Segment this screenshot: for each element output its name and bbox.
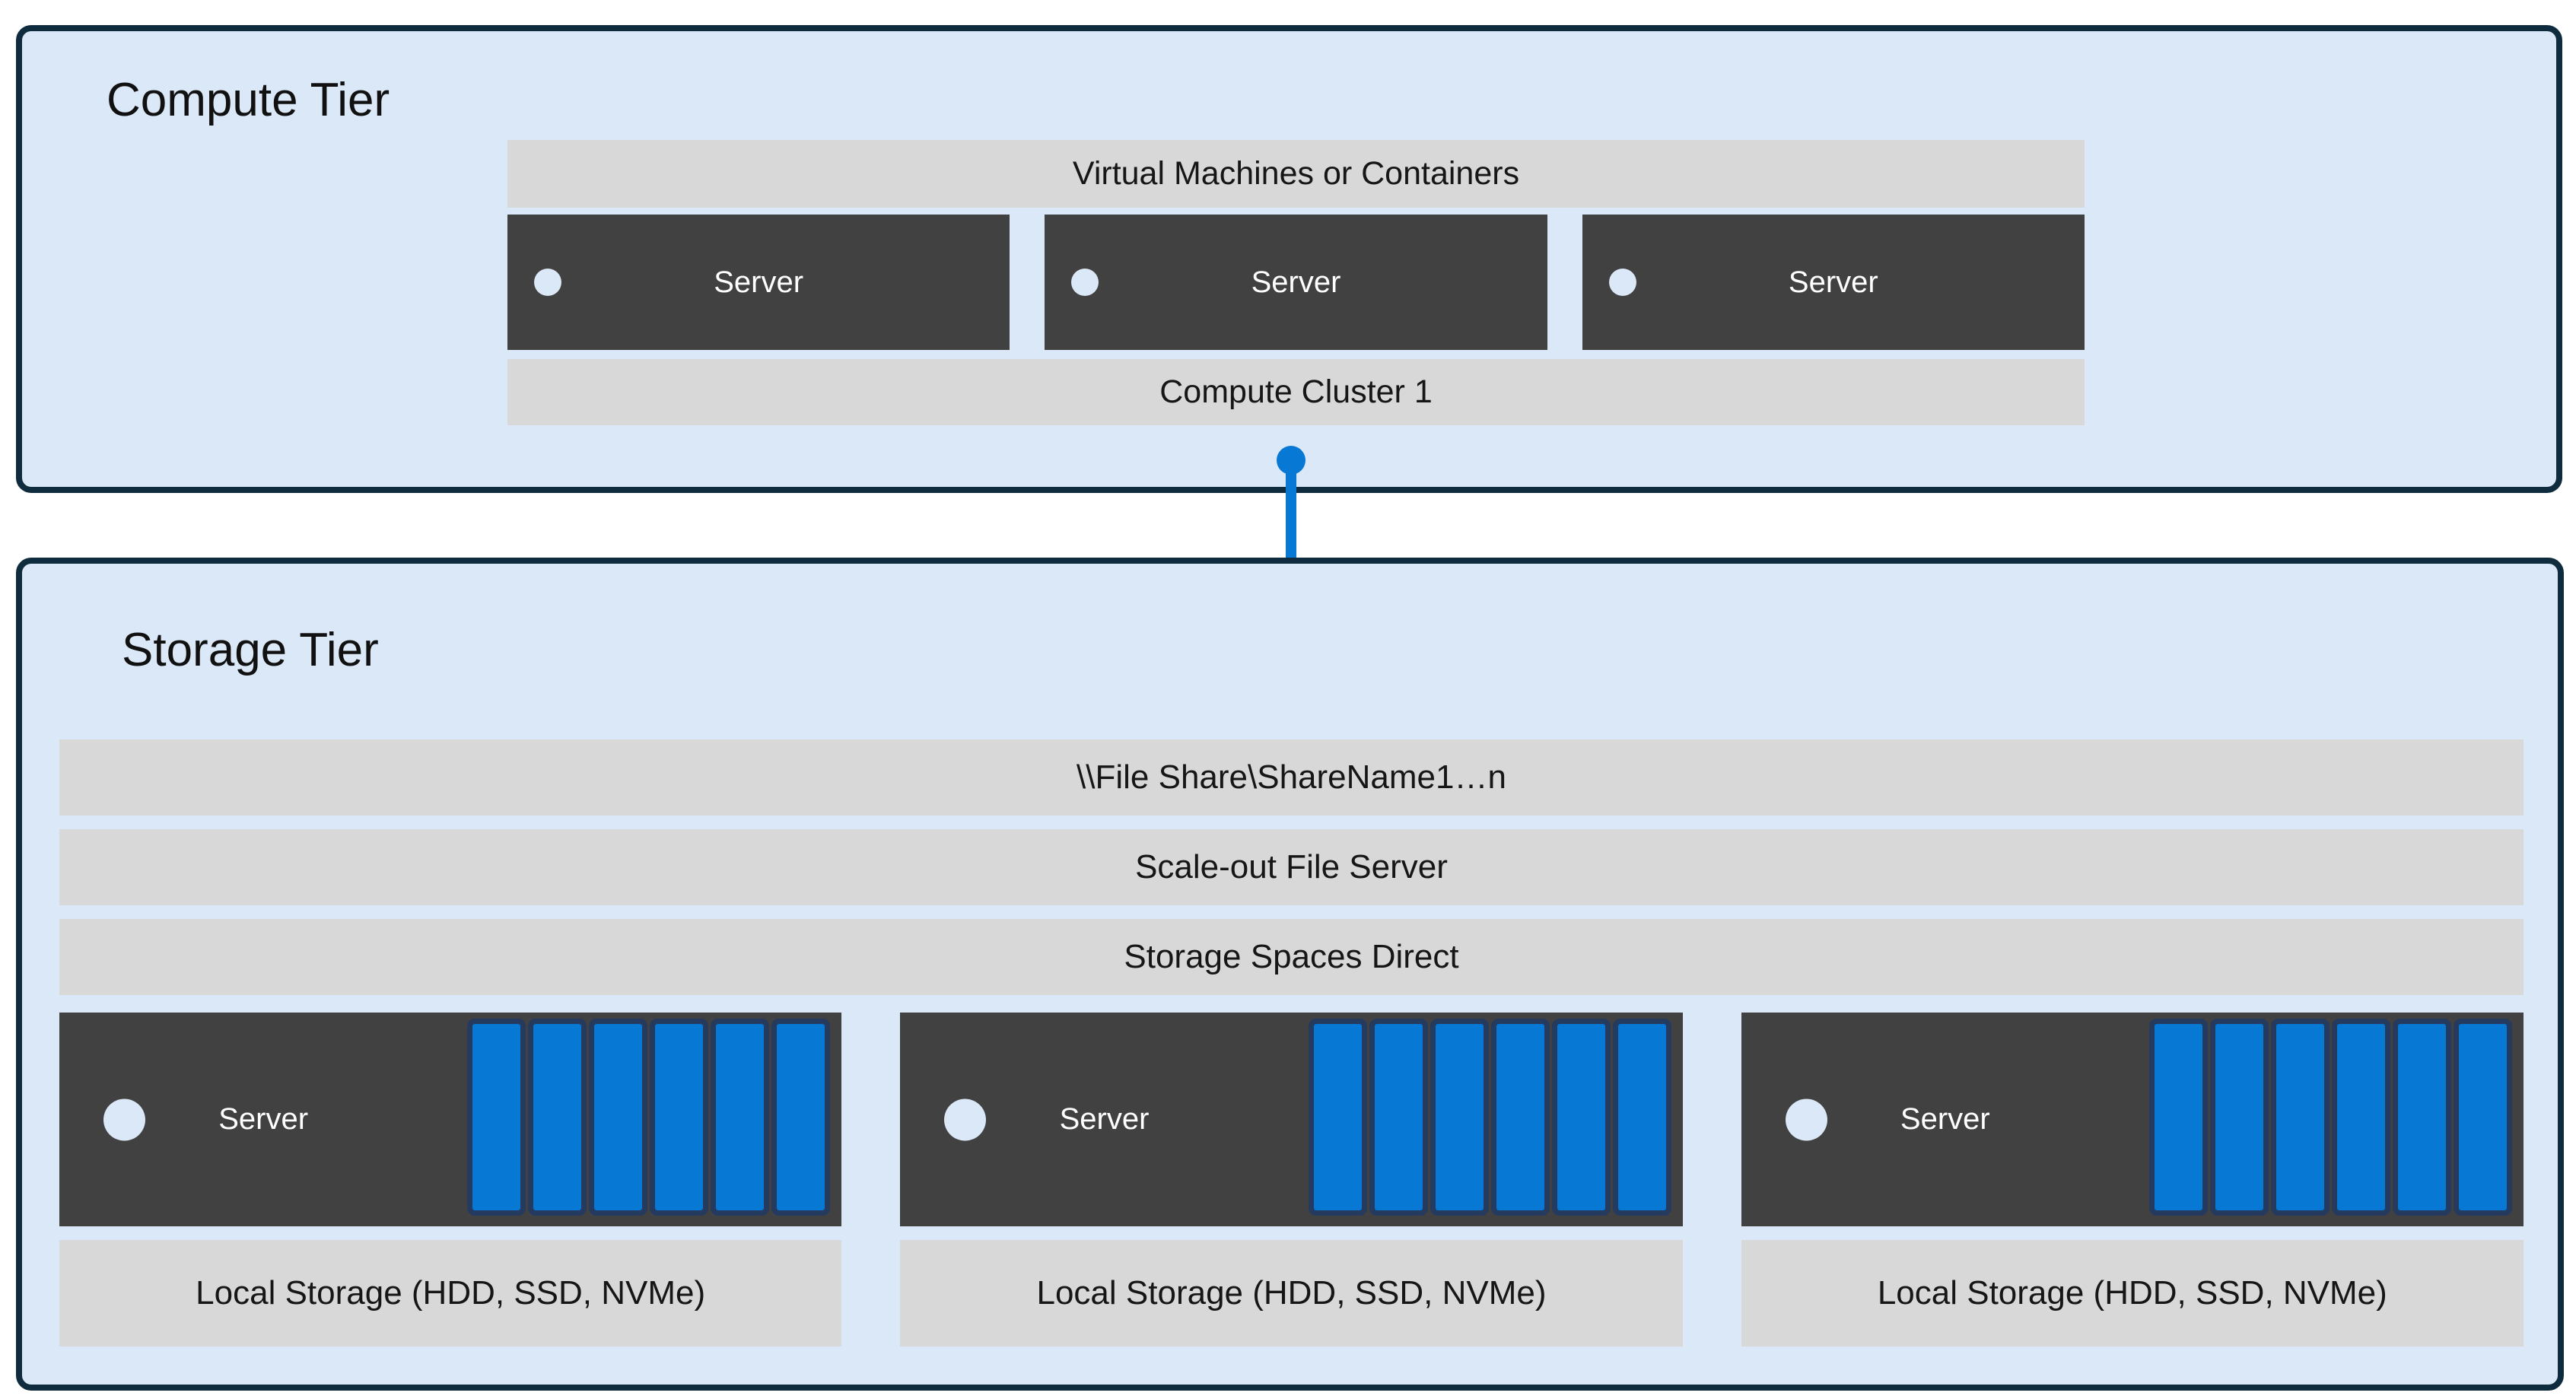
disk [1430,1019,1489,1216]
storage-server-label: Server [1059,1102,1150,1136]
storage-server-left-zone: Server [1741,1013,2149,1226]
local-storage-label: Local Storage (HDD, SSD, NVMe) [196,1274,706,1312]
compute-server-label: Server [1251,265,1341,299]
server-power-dot-icon [944,1099,987,1140]
storage-column: Server Local Storage (HDD, SSD, NVMe) [1741,1013,2524,1347]
storage-column: Server Local Storage (HDD, SSD, NVMe) [900,1013,1683,1347]
scale-out-file-server-label: Scale-out File Server [1135,848,1448,886]
local-storage-label: Local Storage (HDD, SSD, NVMe) [1036,1274,1547,1312]
server-power-dot-icon [534,269,561,296]
disk [2148,1019,2208,1216]
storage-spaces-direct-bar: Storage Spaces Direct [59,919,2524,995]
storage-server-left-zone: Server [900,1013,1308,1226]
server-power-dot-icon [1608,269,1636,296]
disk [650,1019,709,1216]
compute-tier-title: Compute Tier [107,74,390,126]
disk [1308,1019,1367,1216]
virtual-machines-bar-label: Virtual Machines or Containers [1072,155,1520,192]
compute-server-node: Server [1582,215,2085,350]
disk [2392,1019,2451,1216]
disk [2331,1019,2390,1216]
local-storage-label: Local Storage (HDD, SSD, NVMe) [1877,1274,2387,1312]
disk [771,1019,831,1216]
disk [467,1019,526,1216]
disk [1612,1019,1671,1216]
disk [589,1019,648,1216]
disk [1369,1019,1428,1216]
connector-endpoint-dot [1277,446,1305,475]
disk [2270,1019,2330,1216]
storage-server-node: Server [900,1013,1683,1226]
compute-cluster-bar: Compute Cluster 1 [507,359,2085,425]
file-share-bar: \\File Share\ShareName1…n [59,739,2524,816]
disk [711,1019,770,1216]
storage-tier-title: Storage Tier [122,624,379,676]
storage-server-node: Server [1741,1013,2524,1226]
server-power-dot-icon [103,1099,145,1140]
disk [528,1019,587,1216]
compute-server-row: Server Server Server [507,215,2085,350]
compute-cluster-bar-label: Compute Cluster 1 [1159,374,1433,410]
virtual-machines-bar: Virtual Machines or Containers [507,140,2085,208]
compute-server-node: Server [507,215,1010,350]
disk [1551,1019,1611,1216]
compute-tier-box: Compute Tier Virtual Machines or Contain… [16,25,2562,493]
storage-server-label: Server [218,1102,309,1136]
storage-column: Server Local Storage (HDD, SSD, NVMe) [59,1013,842,1347]
scale-out-file-server-bar: Scale-out File Server [59,829,2524,905]
file-share-bar-label: \\File Share\ShareName1…n [1077,758,1506,796]
server-power-dot-icon [1785,1099,1827,1140]
compute-server-label: Server [1788,265,1878,299]
compute-server-label: Server [714,265,804,299]
disk [1490,1019,1550,1216]
storage-spaces-direct-label: Storage Spaces Direct [1124,938,1459,975]
storage-tier-box: Storage Tier \\File Share\ShareName1…n S… [16,558,2564,1391]
storage-server-left-zone: Server [59,1013,467,1226]
disk-array-icon [2148,1019,2512,1216]
local-storage-bar: Local Storage (HDD, SSD, NVMe) [59,1240,842,1347]
compute-server-node: Server [1045,215,1547,350]
storage-server-node: Server [59,1013,842,1226]
disk-array-icon [1308,1019,1671,1216]
disk [2453,1019,2512,1216]
disk [2209,1019,2269,1216]
storage-server-label: Server [1900,1102,1990,1136]
local-storage-bar: Local Storage (HDD, SSD, NVMe) [900,1240,1683,1347]
server-power-dot-icon [1071,269,1099,296]
disk-array-icon [467,1019,831,1216]
local-storage-bar: Local Storage (HDD, SSD, NVMe) [1741,1240,2524,1347]
storage-server-row: Server Local Storage (HDD, SSD, NVMe) [59,1013,2524,1347]
